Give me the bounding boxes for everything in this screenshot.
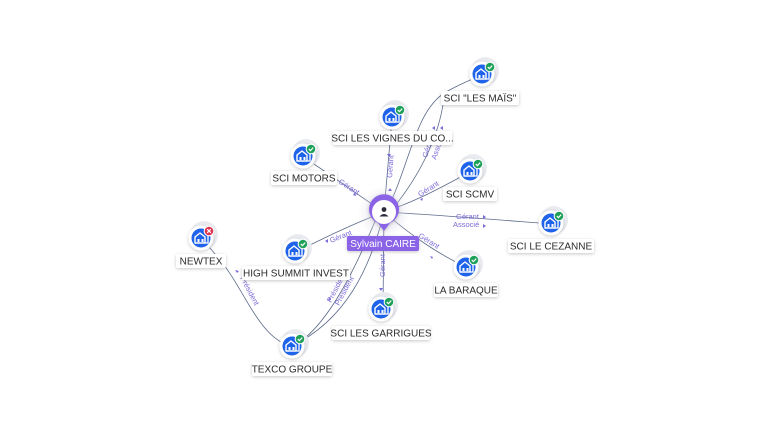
svg-text:HIGH SUMMIT INVEST: HIGH SUMMIT INVEST xyxy=(243,269,349,280)
node-garrigues[interactable] xyxy=(368,292,399,322)
svg-text:LA BARAQUE: LA BARAQUE xyxy=(434,286,498,297)
label-baraque: LA BARAQUE xyxy=(434,283,498,297)
label-vignes: SCI LES VIGNES DU CO... xyxy=(331,131,454,145)
arrow-icon xyxy=(379,288,383,291)
node-newtex[interactable] xyxy=(188,221,219,251)
svg-text:SCI LES GARRIGUES: SCI LES GARRIGUES xyxy=(330,329,431,340)
svg-text:SCI LES VIGNES DU CO...: SCI LES VIGNES DU CO... xyxy=(331,134,453,145)
arrow-icon xyxy=(440,126,443,130)
arrow-icon xyxy=(328,297,331,300)
svg-text:Sylvain CAIRE: Sylvain CAIRE xyxy=(350,239,416,250)
edge-les-mais[interactable] xyxy=(385,74,483,213)
arrow-icon xyxy=(430,256,433,259)
node-vignes[interactable] xyxy=(379,100,410,130)
arrow-icon xyxy=(432,126,435,130)
arrow-icon xyxy=(483,224,486,228)
check-icon xyxy=(475,162,481,167)
edge-labels: Gérant Associé Gérant Gérant Gérant Géra… xyxy=(238,133,480,308)
close-icon xyxy=(206,228,212,234)
arrow-icon xyxy=(325,239,328,243)
check-icon xyxy=(556,214,562,219)
edge-label-vignes: Gérant xyxy=(385,154,396,178)
svg-text:SCI MOTORS: SCI MOTORS xyxy=(272,174,335,185)
label-motors: SCI MOTORS xyxy=(271,171,337,185)
svg-text:NEWTEX: NEWTEX xyxy=(180,257,223,268)
check-icon xyxy=(300,242,306,247)
check-icon xyxy=(471,258,477,263)
check-icon xyxy=(487,65,493,70)
node-texco[interactable] xyxy=(279,329,310,359)
svg-text:TEXCO GROUPE: TEXCO GROUPE xyxy=(252,365,333,376)
check-icon xyxy=(297,337,303,342)
edge-arrows xyxy=(235,126,486,300)
center-person-node[interactable] xyxy=(358,186,410,238)
node-high-summit[interactable] xyxy=(282,234,313,264)
person-icon xyxy=(379,207,389,217)
edge-label-garrigues: Gérant xyxy=(378,253,387,277)
label-les-mais: SCI "LES MAÏS" xyxy=(441,91,519,105)
label-high-summit: HIGH SUMMIT INVEST xyxy=(242,266,350,280)
arrow-icon xyxy=(387,154,391,157)
svg-text:SCI LE CEZANNE: SCI LE CEZANNE xyxy=(510,242,593,253)
label-texco: TEXCO GROUPE xyxy=(252,362,333,376)
edge-label-scmv: Gérant xyxy=(416,178,441,198)
label-newtex: NEWTEX xyxy=(176,254,226,268)
check-icon xyxy=(386,300,392,305)
svg-text:SCI SCMV: SCI SCMV xyxy=(446,190,495,201)
label-scmv: SCI SCMV xyxy=(443,187,497,201)
edge-label-cezanne-1: Gérant xyxy=(456,212,480,221)
node-scmv[interactable] xyxy=(457,154,488,184)
check-icon xyxy=(308,147,314,152)
node-baraque[interactable] xyxy=(453,250,484,280)
arrow-icon xyxy=(353,192,356,196)
label-cezanne: SCI LE CEZANNE xyxy=(508,239,594,253)
arrow-icon xyxy=(483,215,486,219)
svg-text:SCI "LES MAÏS": SCI "LES MAÏS" xyxy=(444,93,517,105)
arrow-icon xyxy=(420,198,423,201)
node-les-mais[interactable] xyxy=(469,57,500,87)
label-garrigues: SCI LES GARRIGUES xyxy=(330,326,432,340)
center-person-label[interactable]: Sylvain CAIRE xyxy=(347,236,419,251)
edge-label-cezanne-2: Associé xyxy=(453,220,479,229)
node-motors[interactable] xyxy=(290,139,321,169)
arrow-icon xyxy=(235,270,239,273)
node-cezanne[interactable] xyxy=(538,206,569,236)
check-icon xyxy=(397,108,403,113)
